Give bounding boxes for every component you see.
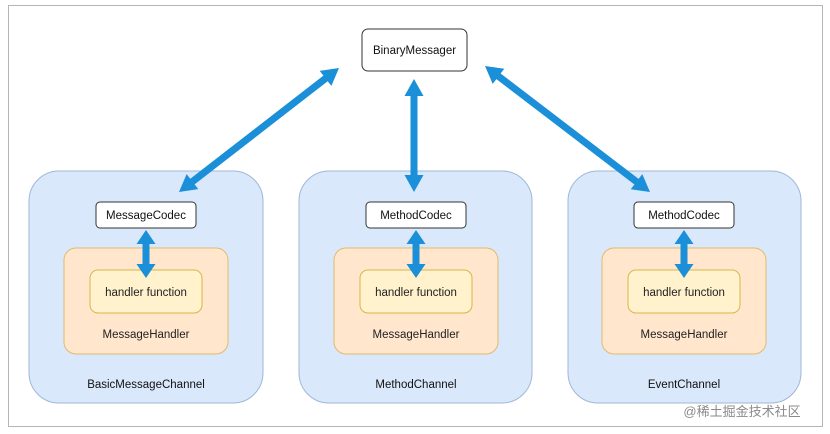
binary-messenger-box [361, 28, 468, 72]
channel-name-label: MethodChannel [375, 379, 456, 391]
codec-label: MethodCodec [380, 210, 452, 222]
event-channel-outline [567, 170, 802, 404]
arrows [136, 66, 694, 278]
handler-function-box [360, 270, 472, 313]
arrow-binary-to-basic-channel [179, 68, 339, 192]
codec-label: MethodCodec [648, 210, 720, 222]
channel-name-label: BasicMessageChannel [87, 379, 205, 391]
arrow-codec-to-handler-event [674, 230, 694, 278]
basic-message-channel-group: handler function MessageHandler MessageC… [28, 170, 264, 404]
codec-box [365, 201, 467, 229]
arrow-codec-to-handler-method [406, 230, 426, 278]
arrow-binary-to-method-channel [404, 79, 424, 192]
message-handler-label: MessageHandler [103, 329, 190, 341]
message-handler-label: MessageHandler [373, 329, 460, 341]
arrow-binary-to-event-channel [485, 66, 650, 192]
handler-function-label: handler function [105, 287, 187, 299]
arrow-codec-to-handler-basic [136, 230, 156, 278]
codec-box [633, 201, 735, 229]
watermark-text: @稀土掘金技术社区 [683, 404, 800, 419]
handler-function-label: handler function [375, 287, 457, 299]
event-channel-group: handler function MessageHandler MethodCo… [567, 170, 802, 404]
basic-message-channel-outline [28, 170, 264, 404]
method-channel-group: handler function MessageHandler MethodCo… [298, 170, 533, 404]
codec-label: MessageCodec [106, 210, 186, 222]
handler-function-box [628, 270, 740, 313]
handler-function-box [90, 270, 202, 313]
message-handler-label: MessageHandler [641, 329, 728, 341]
channel-name-label: EventChannel [648, 379, 720, 391]
binary-messenger-label: BinaryMessager [373, 45, 456, 57]
codec-box [95, 201, 197, 229]
handler-function-label: handler function [643, 287, 725, 299]
